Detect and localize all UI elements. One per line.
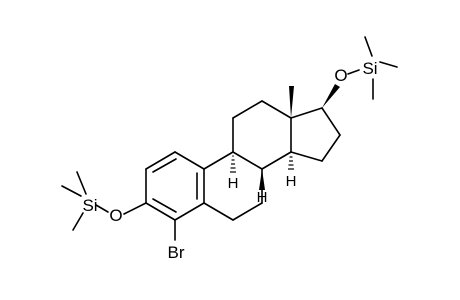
si-methyl-bond: [72, 212, 84, 231]
ring-a-aromatic: [145, 151, 205, 221]
ring-c: [232, 100, 292, 170]
hydrogen-8-label: H: [257, 189, 268, 206]
si-methyl-bond: [61, 185, 82, 197]
bond: [145, 202, 176, 221]
bromine-label: Br: [168, 243, 185, 262]
bond: [174, 151, 205, 170]
bond: [203, 202, 234, 221]
bond: [321, 134, 341, 162]
bond: [203, 151, 234, 170]
c17-oxygen-wedge-bond: [322, 84, 340, 108]
bond: [261, 100, 292, 119]
h14-hashed-bond: [288, 156, 294, 170]
h9-hashed-bond: [230, 155, 236, 173]
si-methyl-bond: [364, 36, 373, 57]
bond: [290, 107, 323, 119]
bond: [95, 204, 109, 213]
bond: [123, 202, 147, 215]
silicon-17-label: Si: [362, 59, 377, 78]
hydrogen-14-label: H: [286, 173, 297, 190]
bond: [174, 202, 205, 221]
bond: [347, 69, 360, 75]
bond: [321, 107, 341, 136]
hydrogen-9-label: H: [228, 175, 239, 192]
oxygen-17-label: O: [334, 66, 347, 85]
bond: [232, 151, 263, 170]
ring-d: [290, 107, 341, 162]
si-methyl-bond: [76, 171, 87, 195]
bond: [261, 151, 292, 170]
bond: [290, 151, 323, 162]
double-bond-inner: [152, 198, 177, 213]
bond: [145, 151, 176, 170]
si-methyl-bond: [379, 61, 398, 68]
oxygen-3-label: O: [109, 206, 122, 225]
bond: [232, 202, 263, 221]
silicon-3-label: Si: [82, 196, 97, 215]
methyl-wedge-bond: [289, 86, 294, 118]
otms-group-3: [61, 171, 147, 231]
otms-group-17: [347, 36, 398, 100]
double-bond-inner: [152, 158, 177, 173]
bond: [232, 100, 263, 119]
h8-wedge-bond: [259, 169, 265, 190]
